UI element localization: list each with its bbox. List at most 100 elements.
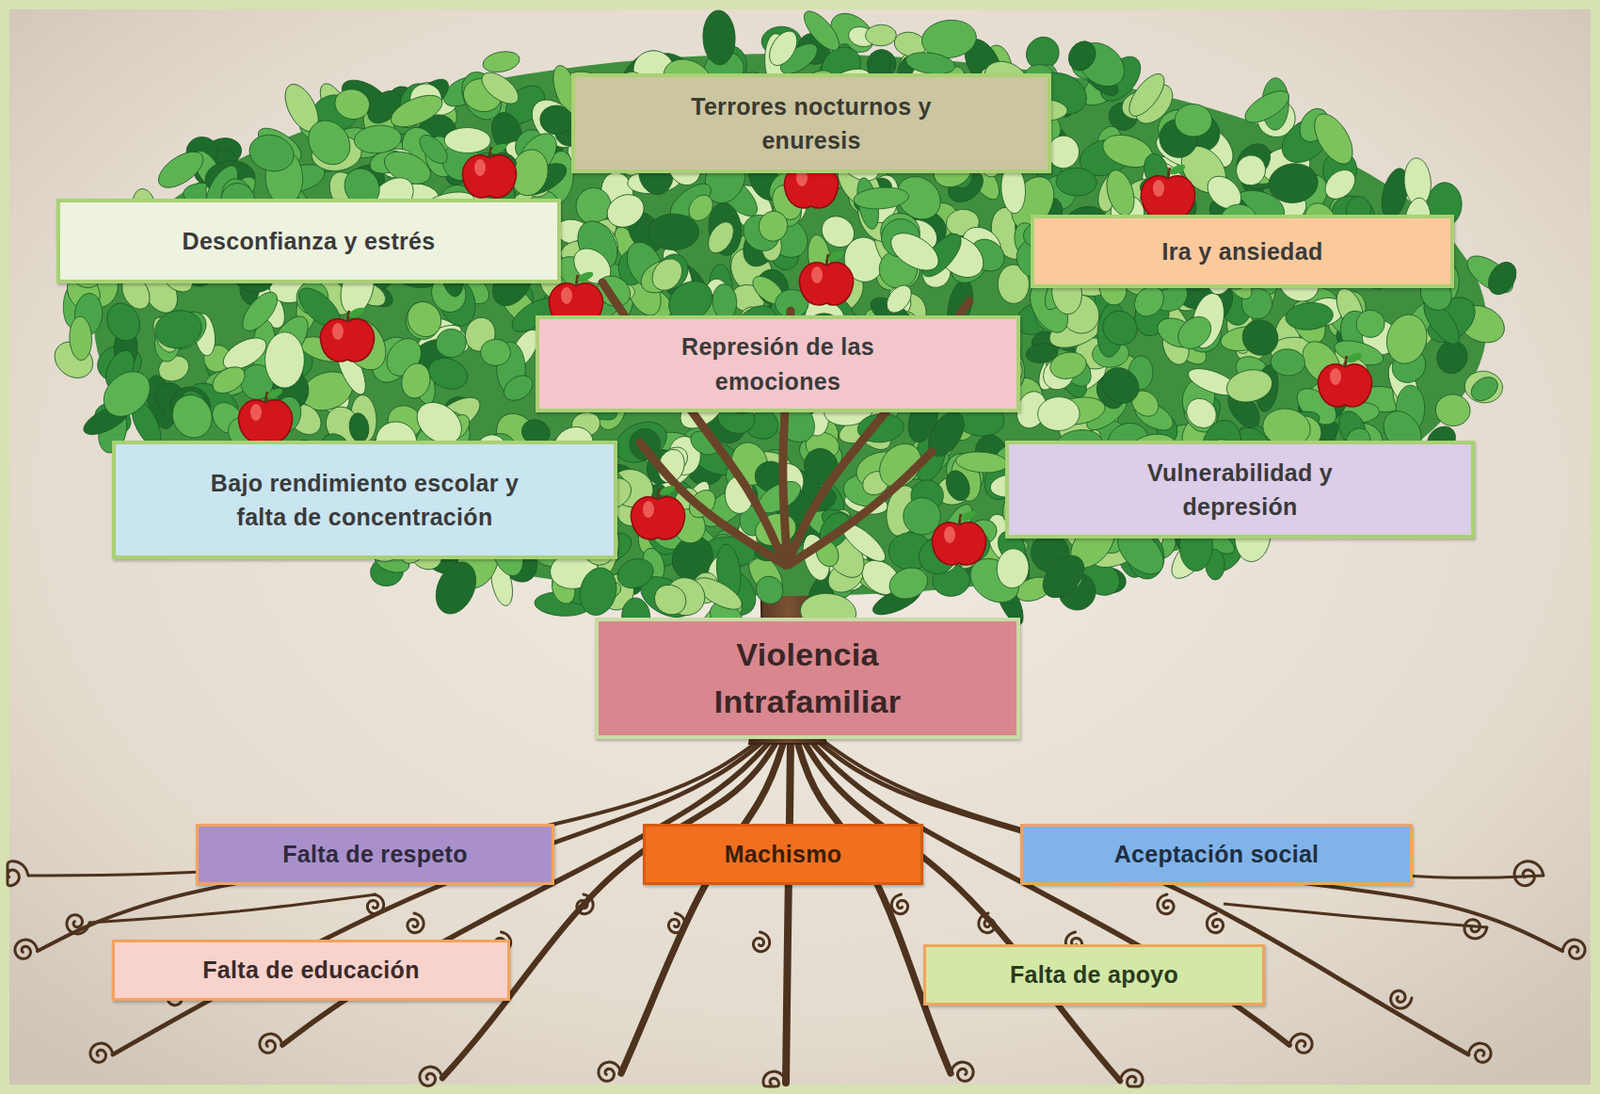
root-curl — [1514, 861, 1544, 886]
apple-stem — [265, 391, 268, 403]
apple — [931, 509, 986, 565]
node-text: Represión de las emociones — [641, 329, 915, 399]
leaf — [347, 411, 371, 444]
leaf — [398, 360, 434, 401]
apple-leaf — [265, 386, 285, 401]
leaf — [152, 144, 209, 195]
apple-shine — [474, 159, 486, 176]
apple — [320, 305, 374, 362]
node-text: Desconfianza y estrés — [182, 224, 436, 258]
leaf — [994, 546, 1030, 590]
apple-body — [462, 155, 516, 198]
root-curl — [407, 912, 424, 933]
leaf — [244, 129, 298, 177]
apple-leaf — [959, 509, 978, 524]
leaf — [575, 563, 621, 619]
effect-box: Ira y ansiedad — [1030, 214, 1455, 288]
apple — [799, 249, 853, 305]
leaf — [352, 123, 403, 156]
root-curl — [367, 894, 384, 914]
root-curl — [891, 894, 908, 914]
branch — [788, 451, 932, 565]
root — [112, 734, 772, 1055]
root — [785, 734, 791, 1083]
apple-shine — [1152, 179, 1165, 197]
root-curl — [1120, 1069, 1143, 1087]
leaf — [798, 5, 846, 56]
leaf — [1035, 547, 1093, 606]
leaf — [1232, 151, 1270, 189]
apple-body — [1317, 364, 1372, 407]
leaf — [332, 85, 373, 123]
apple-stem — [826, 254, 829, 266]
apple-body — [931, 522, 986, 565]
apple-shine — [944, 526, 956, 544]
cause-box: Aceptación social — [1020, 823, 1413, 885]
node-text: Terrores nocturnos y enuresis — [656, 89, 967, 159]
leaf — [942, 466, 975, 504]
apple-stem — [576, 274, 578, 287]
leaf — [1102, 166, 1139, 219]
leaf — [1266, 160, 1320, 206]
apple — [462, 142, 516, 198]
root-curl — [1206, 912, 1223, 933]
leaf — [852, 185, 910, 211]
leaf — [386, 88, 448, 133]
apple-leaf — [826, 249, 846, 264]
effect-box: Represión de las emociones — [535, 315, 1021, 413]
root-curl — [950, 1061, 974, 1081]
root — [621, 734, 786, 1073]
leaf — [1307, 107, 1361, 171]
leaf — [476, 66, 524, 111]
apple-leaf — [347, 305, 367, 320]
root-curl — [1464, 919, 1488, 939]
leaf — [1269, 347, 1306, 377]
root-curl — [1562, 939, 1585, 959]
root-curl — [259, 1033, 283, 1053]
apple-shine — [332, 322, 344, 340]
apple — [238, 386, 292, 443]
root-curl — [752, 931, 769, 952]
leaf — [764, 26, 803, 71]
leaf — [68, 316, 93, 362]
leaf — [1240, 84, 1295, 129]
effect-box: Terrores nocturnos y enuresis — [571, 73, 1052, 174]
leaf — [100, 297, 146, 347]
leaf — [151, 306, 205, 352]
root-curl — [576, 894, 593, 914]
leaf — [955, 449, 1009, 475]
leaf — [480, 48, 522, 76]
leaf — [1482, 256, 1521, 300]
leaf — [236, 286, 284, 336]
root-curl — [598, 1061, 622, 1081]
apple-body — [630, 496, 685, 540]
root-curl — [15, 939, 38, 959]
leaf — [1284, 300, 1335, 332]
apple-leaf — [1344, 351, 1364, 366]
leaf — [424, 352, 473, 396]
leaf — [165, 388, 219, 445]
leaf — [647, 213, 700, 251]
leaf — [480, 338, 512, 367]
apple — [1140, 162, 1195, 219]
root-curl — [1289, 1033, 1312, 1053]
effect-box: Vulnerabilidad y depresión — [1005, 440, 1475, 539]
leaf — [1223, 365, 1276, 406]
apple-shine — [560, 287, 573, 304]
apple-stem — [489, 146, 492, 159]
apple-body — [799, 262, 853, 305]
apple-body — [320, 319, 374, 362]
root-curl — [668, 912, 685, 933]
cause-box: Falta de educación — [112, 939, 511, 1001]
leaf — [881, 280, 917, 318]
node-text: Aceptación social — [1114, 836, 1320, 871]
root-curl — [1468, 1042, 1491, 1062]
leaf — [1037, 396, 1080, 432]
apple-leaf — [657, 483, 677, 498]
leaf — [444, 127, 491, 153]
leaf — [751, 570, 789, 609]
crown-base — [94, 53, 1488, 596]
